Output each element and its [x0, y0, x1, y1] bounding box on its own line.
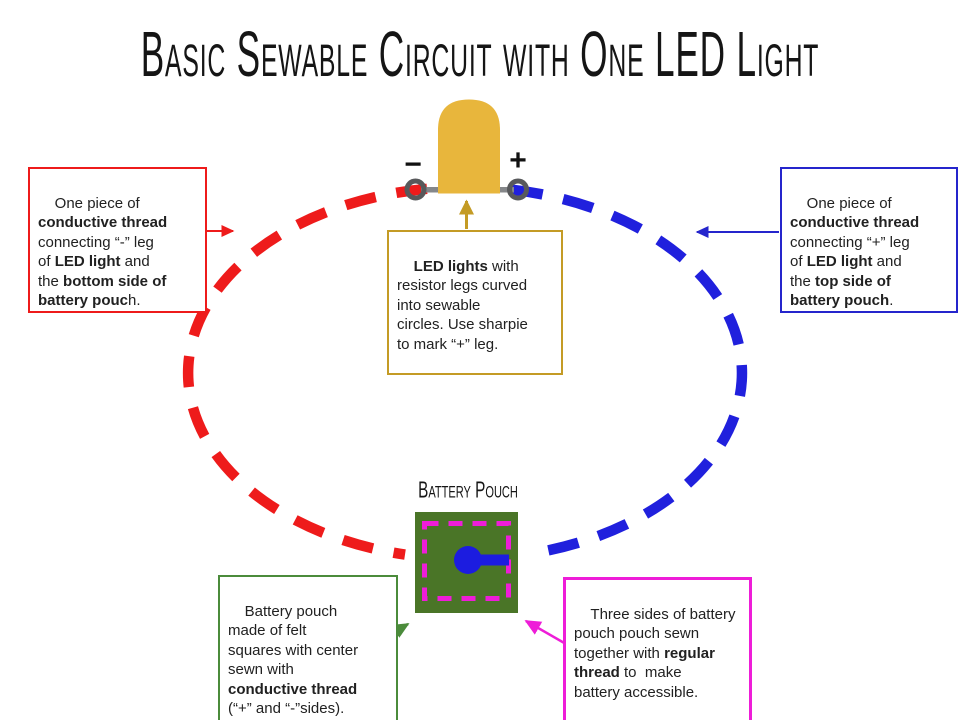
battery-terminal-tab — [468, 554, 509, 566]
sewing-note-arrow — [524, 619, 567, 646]
page-title: Basic Sewable Circuit with One LED Light — [140, 19, 820, 91]
positive-thread-note: One piece of conductive thread connectin… — [780, 167, 958, 313]
battery-terminal-snap — [454, 546, 482, 574]
battery-pouch-note-text: Battery pouch made of felt squares with … — [228, 602, 359, 718]
battery-pouch-label: Battery Pouch — [418, 476, 518, 503]
negative-thread-note-text: One piece of conductive thread connectin… — [38, 194, 168, 310]
negative-thread-note: One piece of conductive thread connectin… — [28, 167, 207, 313]
led-note: LED lights with resistor legs curved int… — [387, 230, 563, 375]
positive-thread-note-text: One piece of conductive thread connectin… — [790, 194, 920, 310]
battery-pouch-note: Battery pouch made of felt squares with … — [218, 575, 398, 720]
sewing-note-text: Three sides of battery pouch pouch sewn … — [574, 605, 736, 701]
led-positive-ring-icon — [507, 178, 529, 201]
sewing-note: Three sides of battery pouch pouch sewn … — [563, 577, 752, 720]
led-negative-ring-icon — [404, 178, 427, 201]
positive-thread-path — [511, 184, 748, 559]
led-negative-label: − — [404, 148, 422, 181]
led-note-text: LED lights with resistor legs curved int… — [397, 257, 528, 353]
led-positive-label: + — [509, 144, 527, 177]
negative-thread-path — [182, 183, 428, 560]
led-body — [438, 99, 500, 194]
